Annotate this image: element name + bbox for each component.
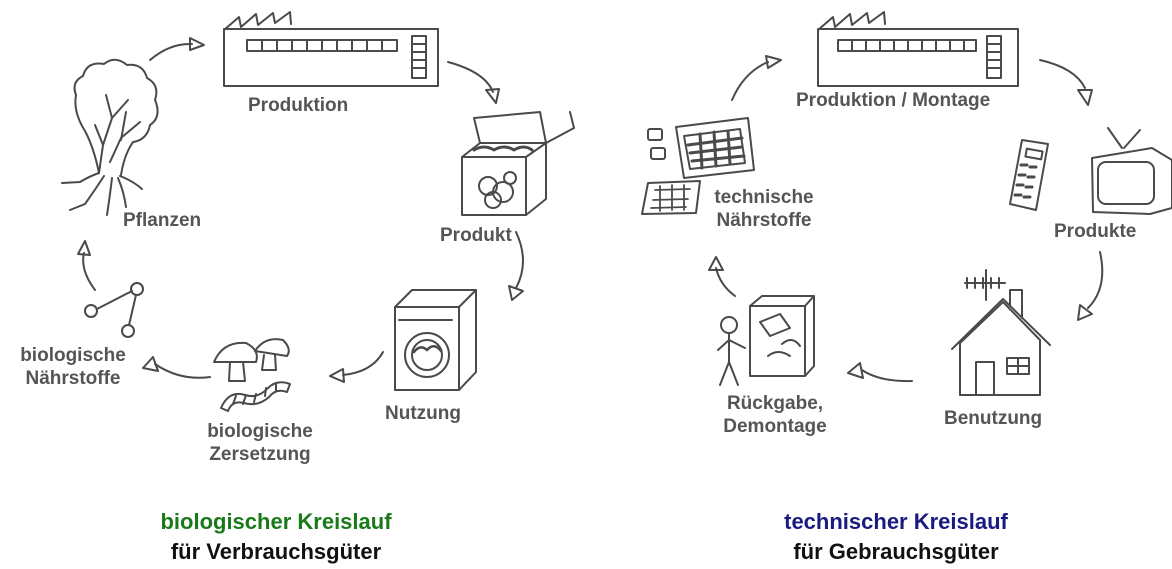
label-bio-naehrstoffe: biologische Nährstoffe [0,344,146,390]
label-zersetzung-line1: biologische [207,421,313,442]
label-tech-naehrstoffe: technische Nährstoffe [704,186,824,232]
tech-cycle-title: technischer Kreislauf [784,509,1008,534]
label-pflanzen: Pflanzen [123,210,202,231]
house-icon [951,269,1051,396]
worm-icon [220,381,291,412]
label-bio-naehrstoffe-line2: Nährstoffe [25,368,121,389]
mushroom-icon [213,338,290,382]
tech-cycle-arrows [708,55,1104,383]
molecule-icon [84,282,144,338]
bio-cycle-title: biologischer Kreislauf [160,509,392,534]
factory-icon [223,11,439,87]
tech-cycle-subtitle: für Gebrauchsgüter [793,539,999,564]
circuit-board-icon [641,180,701,215]
tree-icon [61,58,159,216]
tech-cycle-title-block: technischer Kreislauf für Gebrauchsgüter [720,507,1072,567]
label-bio-naehrstoffe-line1: biologische [20,345,126,366]
television-icon [1091,127,1172,215]
label-zersetzung-line2: Zersetzung [209,444,311,465]
disassembly-bin-icon [749,295,815,377]
label-zersetzung: biologische Zersetzung [195,420,325,466]
bio-cycle-title-block: biologischer Kreislauf für Verbrauchsgüt… [100,507,452,567]
label-rueckgabe-line1: Rückgabe, [726,393,824,414]
open-box-icon [461,111,575,216]
label-rueckgabe-line2: Demontage [723,416,827,437]
label-tech-naehrstoffe-line2: Nährstoffe [716,210,812,231]
washing-machine-icon [394,289,477,391]
factory-icon [817,11,1019,87]
label-tech-naehrstoffe-line1: technische [714,187,814,208]
label-produktion: Produktion [248,95,349,116]
label-benutzung: Benutzung [944,408,1043,429]
calculator-icon [1009,139,1049,211]
bio-cycle-arrows [77,37,524,383]
label-produktion-montage: Produktion / Montage [796,90,991,111]
label-produkt: Produkt [440,225,512,246]
screen-icon [675,117,755,179]
bio-cycle-subtitle: für Verbrauchsgüter [170,539,382,564]
chip-icon [647,128,666,160]
label-nutzung: Nutzung [385,403,461,424]
label-rueckgabe: Rückgabe, Demontage [705,392,845,438]
person-icon [717,316,746,386]
label-produkte: Produkte [1054,221,1137,242]
